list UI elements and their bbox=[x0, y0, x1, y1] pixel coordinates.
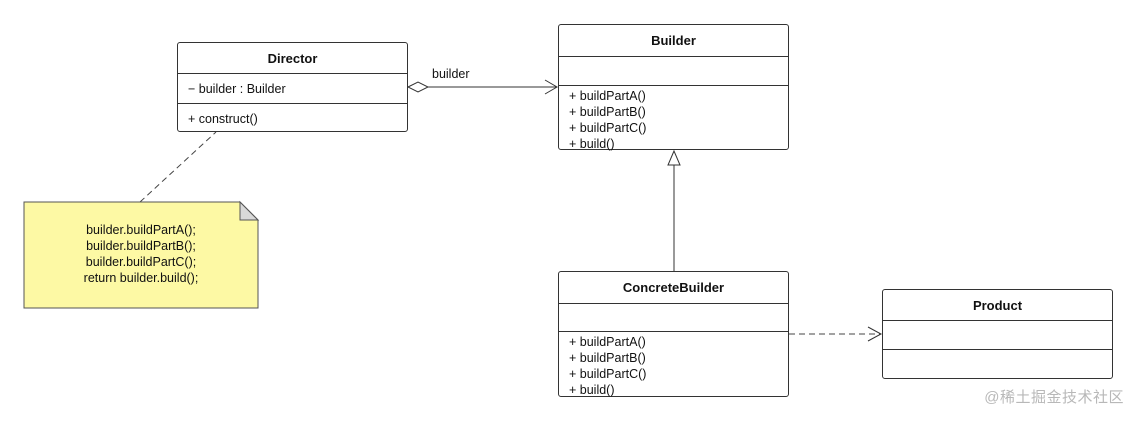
director-class-name: Director bbox=[178, 43, 407, 74]
note-line: builder.buildPartA(); bbox=[86, 223, 196, 237]
director-operations: + construct() bbox=[178, 104, 407, 134]
note-connector bbox=[139, 131, 217, 203]
concrete-builder-operations: + buildPartA() + buildPartB() + buildPar… bbox=[559, 332, 788, 398]
concrete-builder-class[interactable]: ConcreteBuilder + buildPartA() + buildPa… bbox=[558, 271, 789, 397]
aggregation-connector bbox=[406, 79, 558, 95]
dependency-arrowhead bbox=[867, 326, 883, 342]
product-operations bbox=[883, 350, 1112, 352]
dependency-connector bbox=[789, 326, 883, 342]
concrete-builder-operation: + buildPartC() bbox=[569, 367, 647, 381]
association-arrowhead bbox=[544, 79, 558, 95]
director-attributes: − builder : Builder bbox=[178, 74, 407, 104]
builder-class-name: Builder bbox=[559, 25, 788, 57]
builder-operations: + buildPartA() + buildPartB() + buildPar… bbox=[559, 86, 788, 152]
builder-attributes bbox=[559, 57, 788, 86]
product-class-name: Product bbox=[883, 290, 1112, 321]
note-line: return builder.build(); bbox=[83, 271, 199, 285]
generalization-triangle bbox=[667, 149, 681, 166]
note-text: builder.buildPartA(); builder.buildPartB… bbox=[24, 222, 258, 286]
concrete-builder-class-name: ConcreteBuilder bbox=[559, 272, 788, 304]
builder-class[interactable]: Builder + buildPartA() + buildPartB() + … bbox=[558, 24, 789, 152]
note-line: builder.buildPartC(); bbox=[85, 255, 197, 269]
concrete-builder-operation: + buildPartA() bbox=[569, 335, 646, 349]
concrete-builder-attributes bbox=[559, 304, 788, 332]
product-class[interactable]: Product bbox=[882, 289, 1113, 379]
association-label: builder bbox=[432, 67, 470, 81]
concrete-builder-operation: + buildPartB() bbox=[569, 351, 646, 365]
aggregation-diamond bbox=[406, 81, 430, 93]
director-operation: + construct() bbox=[188, 112, 258, 126]
builder-operation: + buildPartC() bbox=[569, 121, 647, 135]
builder-operation: + build() bbox=[569, 137, 615, 151]
director-class[interactable]: Director − builder : Builder + construct… bbox=[177, 42, 408, 132]
note-line: builder.buildPartB(); bbox=[86, 239, 196, 253]
director-attribute: − builder : Builder bbox=[188, 82, 286, 96]
builder-operation: + buildPartB() bbox=[569, 105, 646, 119]
watermark-text: @稀土掘金技术社区 bbox=[984, 389, 1124, 406]
generalization-connector bbox=[667, 149, 681, 271]
builder-operation: + buildPartA() bbox=[569, 89, 646, 103]
product-attributes bbox=[883, 321, 1112, 350]
concrete-builder-operation: + build() bbox=[569, 383, 615, 397]
note-shape bbox=[23, 200, 260, 309]
